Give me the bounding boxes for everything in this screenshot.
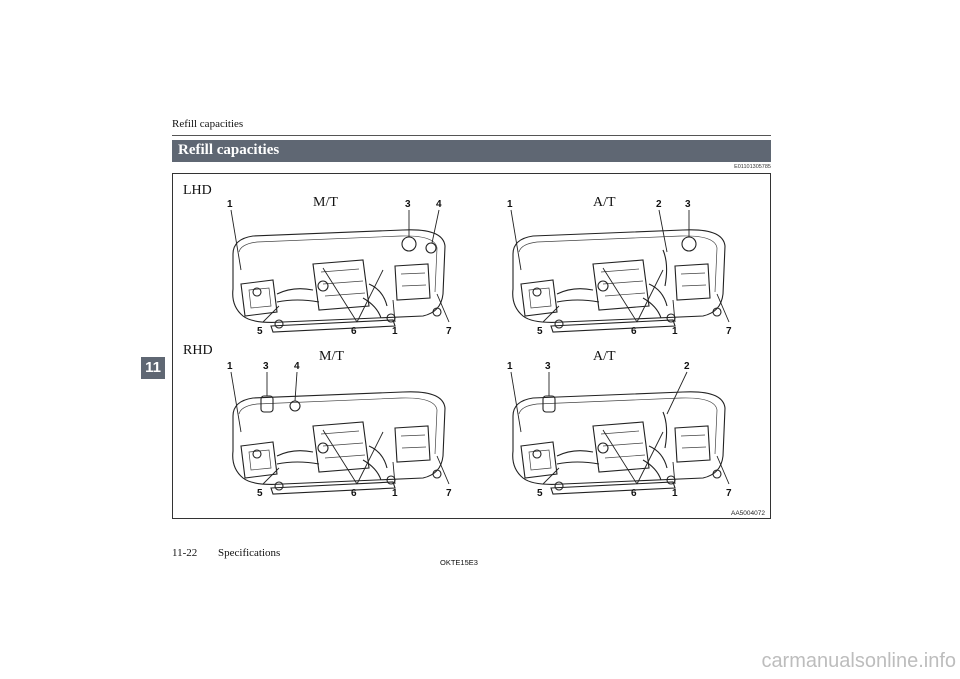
callout-lhd-at-b3: 1 (672, 326, 678, 337)
callout-rhd-mt-b4: 7 (446, 488, 452, 499)
watermark: carmanualsonline.info (761, 650, 956, 672)
callout-lhd-mt-t1: 1 (227, 199, 233, 210)
lhd-label: LHD (183, 183, 212, 198)
callout-rhd-at-b3: 1 (672, 488, 678, 499)
callout-lhd-mt-t2: 3 (405, 199, 411, 210)
chapter-number: 11 (145, 359, 161, 376)
callout-lhd-at-t2: 2 (656, 199, 662, 210)
callout-lhd-at-b1: 5 (537, 326, 543, 337)
callout-lhd-mt-t3: 4 (436, 199, 442, 210)
callout-rhd-at-b4: 7 (726, 488, 732, 499)
header-rule (172, 135, 771, 136)
callout-rhd-at-t1: 1 (507, 361, 513, 372)
section-code: E01101305785 (734, 164, 771, 170)
panel-lhd-mt: M/T 1 3 4 5 6 1 7 (227, 195, 452, 337)
callout-rhd-at-t2: 3 (545, 361, 551, 372)
callout-lhd-mt-b1: 5 (257, 326, 263, 337)
callout-lhd-at-t3: 3 (685, 199, 691, 210)
callout-lhd-at-t1: 1 (507, 199, 513, 210)
page-number: 11-22 (172, 547, 198, 559)
footer-section: Specifications (218, 547, 281, 559)
panel-lhd-at-trans: A/T (593, 195, 616, 210)
chapter-tab: 11 (141, 357, 165, 379)
panel-lhd-mt-trans: M/T (313, 195, 338, 210)
print-code: OKTE15E3 (440, 558, 478, 567)
figure-code: AA5004072 (731, 510, 765, 517)
callout-rhd-mt-b1: 5 (257, 488, 263, 499)
engine-compartment-figure: LHD RHD M/T 1 3 4 5 6 1 7 (172, 173, 771, 519)
callout-rhd-mt-t2: 3 (263, 361, 269, 372)
panel-rhd-at-trans: A/T (593, 349, 616, 364)
panel-rhd-at: A/T 1 3 2 5 6 1 7 (507, 349, 732, 499)
callout-rhd-at-t3: 2 (684, 361, 690, 372)
callout-lhd-mt-b2: 6 (351, 326, 357, 337)
callout-lhd-at-b4: 7 (726, 326, 732, 337)
running-head-title: Refill capacities (172, 118, 244, 130)
callout-lhd-mt-b4: 7 (446, 326, 452, 337)
callout-rhd-mt-b3: 1 (392, 488, 398, 499)
callout-rhd-mt-b2: 6 (351, 488, 357, 499)
callout-rhd-at-b1: 5 (537, 488, 543, 499)
section-title-bar: Refill capacities (172, 140, 771, 162)
engine-diagram: LHD RHD M/T 1 3 4 5 6 1 7 (183, 183, 765, 517)
section-title: Refill capacities (178, 142, 280, 158)
callout-rhd-mt-t3: 4 (294, 361, 300, 372)
callout-lhd-at-b2: 6 (631, 326, 637, 337)
callout-rhd-at-b2: 6 (631, 488, 637, 499)
panel-rhd-mt: M/T 1 3 4 5 6 1 7 (227, 349, 452, 499)
callout-lhd-mt-b3: 1 (392, 326, 398, 337)
panel-rhd-mt-trans: M/T (319, 349, 344, 364)
rhd-label: RHD (183, 343, 213, 358)
callout-rhd-mt-t1: 1 (227, 361, 233, 372)
panel-lhd-at: A/T 1 2 3 5 6 1 7 (507, 195, 732, 337)
